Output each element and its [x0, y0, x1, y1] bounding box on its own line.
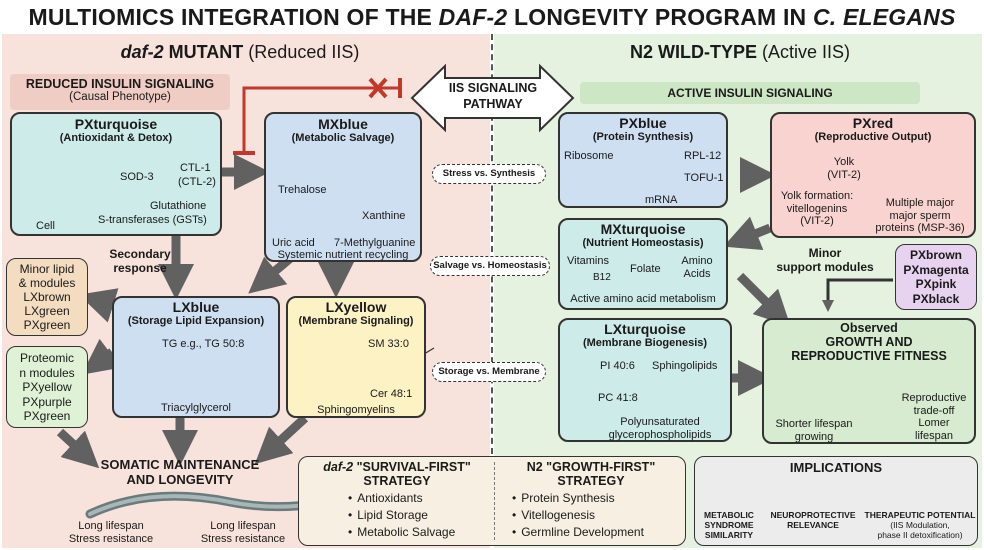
xanthine-label: Xanthine: [362, 210, 406, 222]
lxblue-footer: Triacylglycerol: [161, 402, 231, 414]
mxblue-footer: Systemic nutrient recycling: [277, 249, 409, 261]
active-signaling-banner: ACTIVE INSULIN SIGNALING: [580, 82, 920, 104]
ctl2-label: (CTL-2): [178, 176, 216, 188]
glutathione-label: Glutathione: [150, 200, 207, 212]
panel-divider: [491, 34, 493, 454]
folate-label: Folate: [630, 263, 661, 275]
page-title: MULTIOMICS INTEGRATION OF THE DAF-2 LONG…: [28, 4, 956, 30]
lxyellow-module: LXyellow (Membrane Signaling): [286, 296, 426, 418]
pill-salvage-vs-homeostasis: Salvage vs. Homeostasis: [430, 256, 550, 276]
mxturquoise-module: MXturquoise (Nutrient Homeostasis): [558, 218, 728, 310]
inhibition-line: [233, 77, 402, 155]
vitamins-label: Vitamins: [567, 255, 609, 267]
survival-first-heading: daf-2 "SURVIVAL-FIRST" STRATEGY: [323, 460, 471, 488]
sod3-label: SOD-3: [120, 171, 154, 183]
sm-label: SM 33:0: [368, 338, 409, 350]
trehalose-label: Trehalose: [278, 184, 327, 196]
pxblue-module: PXblue (Protein Synthesis): [558, 112, 728, 208]
pxturquoise-module: PXturquoise (Antioxidant & Detox): [10, 112, 222, 236]
growth-first-heading: N2 "GROWTH-FIRST"STRATEGY: [526, 460, 656, 488]
observed-fitness-module: [762, 318, 976, 444]
cell-label: Cell: [36, 220, 55, 232]
implication-therapeutic: THERAPEUTIC POTENTIAL(IIS Modulation,pha…: [864, 510, 976, 540]
sphingolipids-label: Sphingolipids: [652, 360, 718, 372]
pill-storage-vs-membrane: Storage vs. Membrane: [432, 362, 546, 382]
yolk-formation-label: Yolk formation:vitellogenins(VIT-2): [780, 190, 854, 228]
survival-first-list: Antioxidants Lipid Storage Metabolic Sal…: [348, 490, 455, 541]
mxturquoise-footer: Active amino acid metabolism: [570, 293, 716, 305]
lxturquoise-module: LXturquoise (Membrane Biogenesis): [558, 318, 732, 442]
reduced-signaling-banner: REDUCED INSULIN SIGNALING (Causal Phenot…: [10, 74, 230, 110]
left-panel-heading: daf-2 MUTANT (Reduced IIS): [120, 42, 360, 62]
pc-label: PC 41:8: [598, 392, 638, 404]
strategy-divider: [494, 462, 495, 540]
implications-panel: [694, 456, 978, 546]
gst-label: S-transferases (GSTs): [98, 214, 207, 226]
growth-first-list: Protein Synthesis Vitellogenesis Germlin…: [512, 490, 644, 541]
iis-pathway-arrow: [410, 63, 575, 133]
uric-acid-label: Uric acid: [272, 237, 315, 249]
pi-label: PI 40:6: [600, 360, 635, 372]
mxblue-module: MXblue (Metabolic Salvage): [264, 112, 422, 262]
tg-label: TG e.g., TG 50:8: [162, 338, 245, 350]
b12-label: B12: [593, 272, 611, 283]
methylguanine-label: 7-Methylguanine: [334, 237, 416, 249]
lxblue-module: LXblue (Storage Lipid Expansion): [112, 296, 280, 418]
pxred-module: PXred (Reproductive Output): [770, 112, 976, 238]
lxyellow-footer: Sphingomyelins: [317, 404, 395, 416]
pill-stress-vs-synthesis: Stress vs. Synthesis: [432, 164, 546, 184]
ctl1-label: CTL-1: [180, 162, 211, 174]
implications-heading: IMPLICATIONS: [789, 460, 883, 475]
yolk-label: Yolk(VIT-2): [827, 156, 861, 181]
cer-label: Cer 48:1: [370, 388, 413, 400]
rpl12-label: RPL-12: [684, 150, 722, 162]
mrna-label: mRNA: [645, 194, 678, 206]
ribosome-label: Ribosome: [564, 150, 614, 162]
tofu1-label: TOFU-1: [684, 172, 724, 184]
right-panel-heading: N2 WILD-TYPE (Active IIS): [629, 42, 851, 62]
